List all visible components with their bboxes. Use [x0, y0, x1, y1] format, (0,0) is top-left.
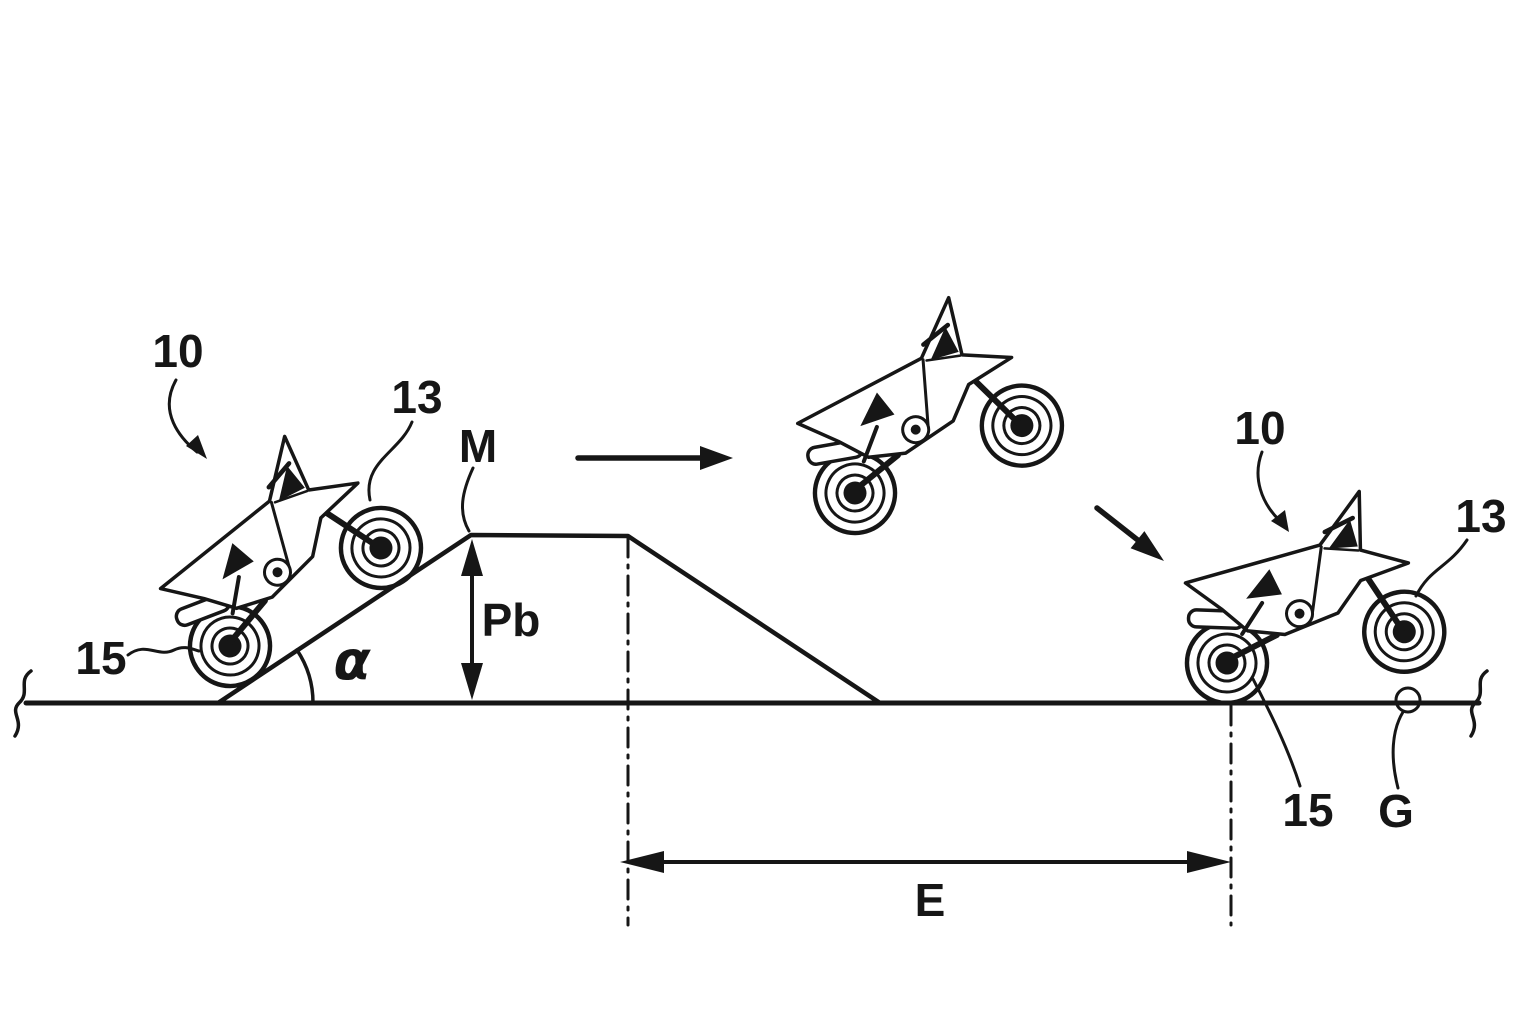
motion-arrow-descent-icon: [1094, 505, 1164, 561]
label-13-left: 13: [391, 371, 442, 423]
ramp-outline: [215, 532, 883, 706]
leader-m: [461, 466, 475, 533]
callout-arrow-10-right-icon: [1256, 450, 1289, 532]
leader-15-left: [126, 646, 201, 657]
label-13-right: 13: [1455, 490, 1506, 542]
leader-15-right: [1251, 677, 1302, 788]
motorcycle-ascending: [117, 404, 436, 702]
label-g: G: [1378, 785, 1414, 837]
label-10-left: 10: [152, 325, 203, 377]
label-15-right: 15: [1282, 784, 1333, 836]
leader-13-right: [1414, 538, 1469, 598]
label-15-left: 15: [75, 632, 126, 684]
ramp-angle-arc: [295, 648, 315, 705]
callout-arrow-10-left-icon: [167, 378, 207, 459]
label-m: M: [459, 420, 497, 472]
ground-break-left-icon: [13, 669, 33, 738]
motion-arrow-right-icon: [575, 446, 733, 470]
ground-break-right-icon: [1469, 669, 1489, 738]
leader-13-left: [367, 420, 414, 502]
height-dimension-arrow: [461, 539, 483, 700]
leader-g: [1391, 686, 1422, 790]
label-pb: Pb: [482, 594, 541, 646]
motorcycle-landing: [1162, 481, 1450, 709]
label-alpha: α: [333, 629, 371, 692]
label-10-right: 10: [1234, 402, 1285, 454]
distance-dimension-arrow: [620, 851, 1231, 873]
motorcycle-airborne: [763, 275, 1074, 545]
label-e: E: [915, 874, 946, 926]
